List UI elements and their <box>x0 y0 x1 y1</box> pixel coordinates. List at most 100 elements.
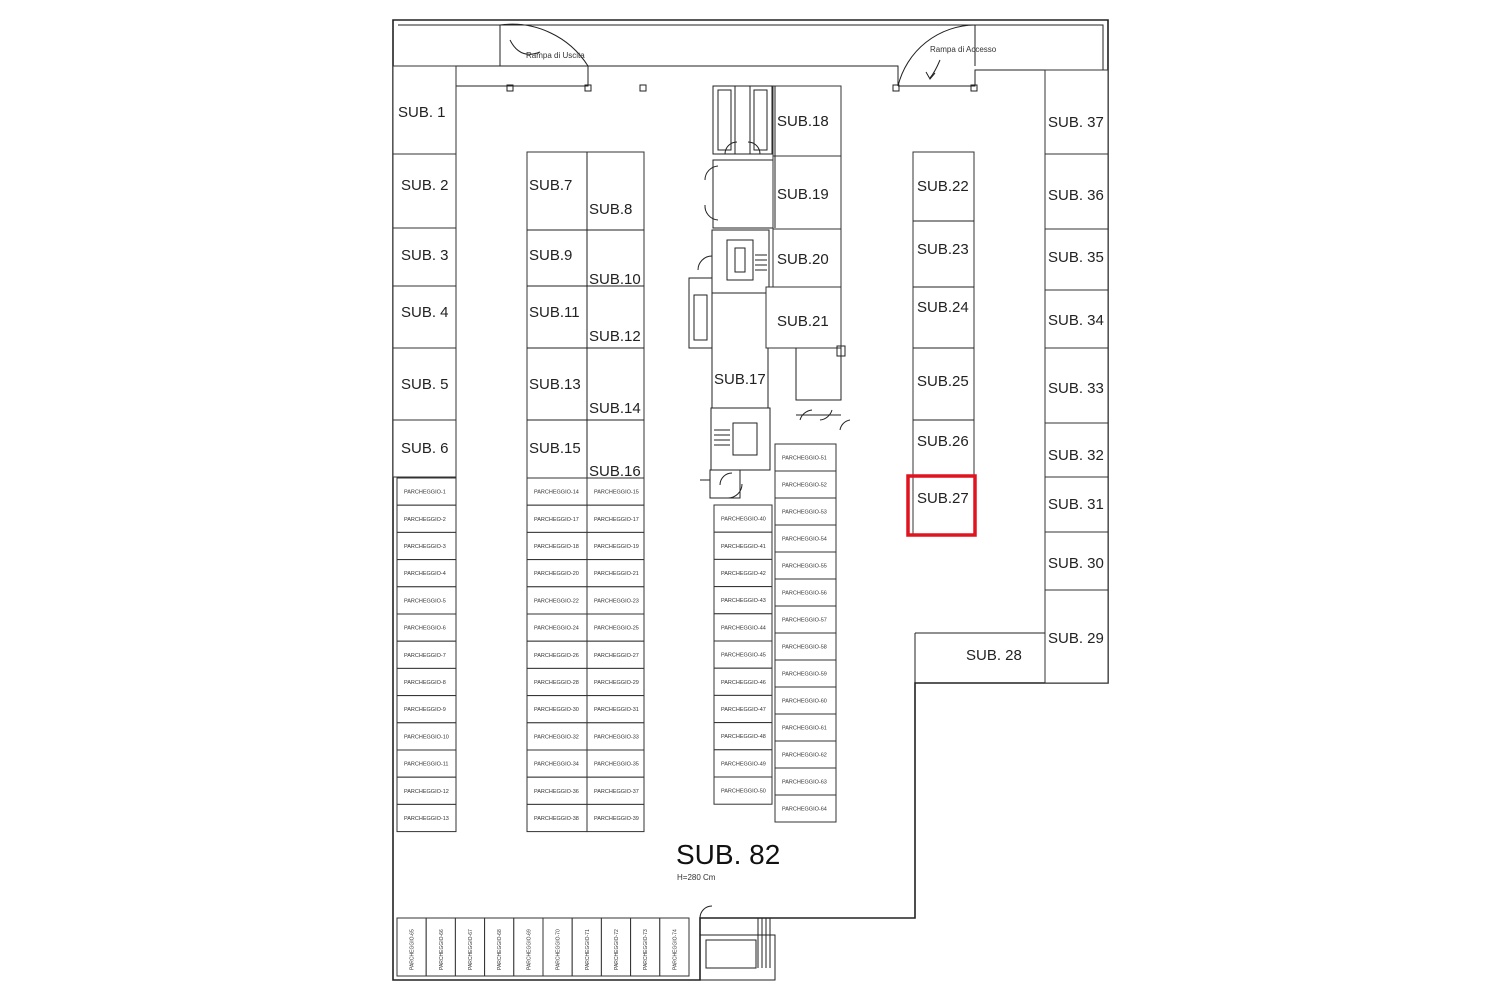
stall <box>586 559 645 588</box>
unit-sub14: SUB.14 <box>589 400 641 417</box>
stall-label: PARCHEGGIO-3 <box>404 544 446 550</box>
stall <box>713 776 773 805</box>
stall-label: PARCHEGGIO-32 <box>534 734 579 740</box>
unit-sub11: SUB.11 <box>529 304 580 321</box>
highlight-box <box>906 474 977 537</box>
left-units <box>392 65 457 478</box>
unit-sub12: SUB.12 <box>589 328 641 345</box>
stall-label: PARCHEGGIO-29 <box>594 680 639 686</box>
stall <box>774 794 837 823</box>
stall <box>713 613 773 642</box>
main-area-label: SUB. 82 <box>676 839 780 870</box>
building-outline <box>392 19 1109 981</box>
stall <box>586 695 645 724</box>
unit-sub25: SUB.25 <box>917 373 969 390</box>
stall <box>586 613 645 642</box>
stall-label: PARCHEGGIO-63 <box>782 780 827 786</box>
stall-label: PARCHEGGIO-40 <box>721 517 766 523</box>
stall-label: PARCHEGGIO-13 <box>404 816 449 822</box>
stall <box>396 613 457 642</box>
stall-label: PARCHEGGIO-44 <box>721 625 766 631</box>
right-units <box>1044 69 1109 684</box>
unit-sub16: SUB.16 <box>589 463 641 480</box>
stall-label: PARCHEGGIO-2 <box>404 517 446 523</box>
stall-label: PARCHEGGIO-11 <box>404 762 448 768</box>
stall-label: PARCHEGGIO-49 <box>721 761 766 767</box>
stall-label: PARCHEGGIO-42 <box>721 571 766 577</box>
unit-sub9: SUB.9 <box>529 247 572 264</box>
stall-label: PARCHEGGIO-61 <box>782 726 827 732</box>
stall-label: PARCHEGGIO-25 <box>594 626 639 632</box>
stall <box>526 749 588 778</box>
ramp-entry-label: Rampa di Accesso <box>930 45 997 54</box>
unit-sub4: SUB. 4 <box>401 304 449 321</box>
stall-label: PARCHEGGIO-20 <box>534 571 579 577</box>
unit-sub5: SUB. 5 <box>401 376 449 393</box>
stall-label: PARCHEGGIO-68 <box>497 929 503 970</box>
stall <box>586 803 645 833</box>
stall <box>425 917 456 977</box>
unit-sub15: SUB.15 <box>529 440 581 457</box>
unit-sub29: SUB. 29 <box>1048 630 1104 647</box>
stall-label: PARCHEGGIO-26 <box>534 653 579 659</box>
stall-label: PARCHEGGIO-6 <box>404 626 446 632</box>
stall-label: PARCHEGGIO-64 <box>782 807 827 813</box>
stall-label: PARCHEGGIO-24 <box>534 626 579 632</box>
stall <box>396 477 457 506</box>
stall <box>526 667 588 697</box>
stall <box>526 776 588 805</box>
stall-label: PARCHEGGIO-54 <box>782 537 827 543</box>
stall-label: PARCHEGGIO-1 <box>404 490 446 496</box>
parking-stalls: PARCHEGGIO-1PARCHEGGIO-2PARCHEGGIO-3PARC… <box>396 443 837 977</box>
stall-label: PARCHEGGIO-73 <box>643 929 649 970</box>
stall <box>774 605 837 634</box>
stall <box>526 695 588 724</box>
unit-sub22: SUB.22 <box>917 178 969 195</box>
stall-label: PARCHEGGIO-39 <box>594 816 639 822</box>
stall <box>713 531 773 560</box>
stall-label: PARCHEGGIO-56 <box>782 591 827 597</box>
unit-sub17: SUB.17 <box>714 371 766 388</box>
stall-label: PARCHEGGIO-47 <box>721 707 766 713</box>
stall-label: PARCHEGGIO-7 <box>404 653 446 659</box>
stall-label: PARCHEGGIO-65 <box>410 929 416 970</box>
stall-label: PARCHEGGIO-72 <box>614 929 620 970</box>
stall <box>396 803 457 833</box>
stall <box>774 497 837 526</box>
stall-label: PARCHEGGIO-38 <box>534 816 579 822</box>
stall-label: PARCHEGGIO-50 <box>721 789 766 795</box>
stall <box>526 477 588 506</box>
stall-label: PARCHEGGIO-28 <box>534 680 579 686</box>
stall-label: PARCHEGGIO-70 <box>556 929 562 970</box>
stall-label: PARCHEGGIO-27 <box>594 653 639 659</box>
stall <box>586 776 645 805</box>
stall-label: PARCHEGGIO-45 <box>721 653 766 659</box>
unit-sub21: SUB.21 <box>777 313 829 330</box>
stall <box>396 722 457 751</box>
central-core <box>688 85 776 499</box>
stall-label: PARCHEGGIO-74 <box>672 929 678 970</box>
stall-label: PARCHEGGIO-60 <box>782 699 827 705</box>
stall <box>586 586 645 615</box>
stall <box>774 524 837 553</box>
stall-label: PARCHEGGIO-4 <box>404 571 446 577</box>
stall <box>484 917 515 977</box>
stall <box>396 559 457 588</box>
center-right-units <box>765 85 851 431</box>
stall <box>586 722 645 751</box>
stall-label: PARCHEGGIO-9 <box>404 707 446 713</box>
stall <box>526 722 588 751</box>
unit-sub32: SUB. 32 <box>1048 447 1104 464</box>
stall <box>526 803 588 833</box>
stall <box>526 559 588 588</box>
stall-label: PARCHEGGIO-21 <box>594 571 639 577</box>
stall-label: PARCHEGGIO-69 <box>526 929 532 970</box>
stall <box>526 613 588 642</box>
unit-sub2: SUB. 2 <box>401 177 449 194</box>
bottom-stair <box>699 905 776 981</box>
stall <box>396 640 457 669</box>
stall <box>396 504 457 533</box>
stall-label: PARCHEGGIO-18 <box>534 544 579 550</box>
unit-sub20: SUB.20 <box>777 251 829 268</box>
stall <box>396 586 457 615</box>
